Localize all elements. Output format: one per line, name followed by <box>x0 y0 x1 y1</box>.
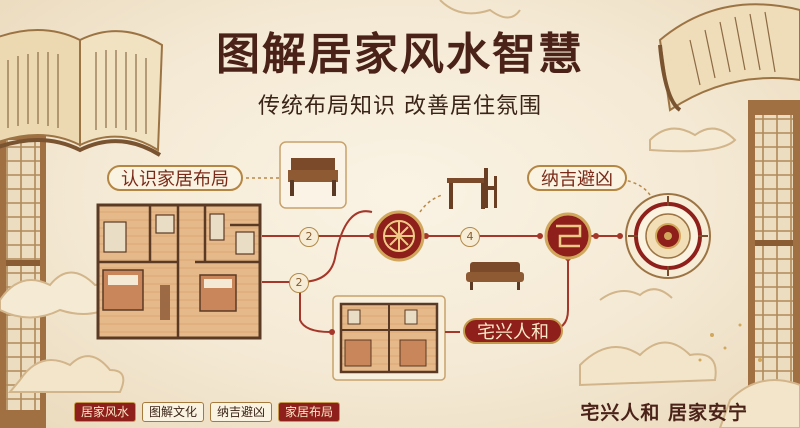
footer-motto: 宅兴人和 居家安宁 <box>580 402 748 424</box>
page-subtitle: 传统布局知识 改善居住氛围 <box>258 94 542 119</box>
tag-item: 居家风水 <box>74 402 137 422</box>
desk-chair-icon <box>447 168 497 209</box>
round-knot-medallion-icon <box>373 210 425 262</box>
armchair-icon <box>279 141 347 209</box>
tag-item: 图解文化 <box>142 402 205 422</box>
floor-plan-large <box>96 203 262 340</box>
step-badge: 2 <box>299 227 319 247</box>
left-lattice-window <box>0 125 46 428</box>
floor-plan-small <box>332 295 446 381</box>
label-seek-fortune: 纳吉避凶 <box>527 165 627 191</box>
sofa-icon <box>466 262 524 290</box>
open-book-icon <box>0 29 164 157</box>
compass-luopan-icon <box>625 193 711 279</box>
tag-item: 纳吉避凶 <box>210 402 273 422</box>
label-harmony: 宅兴人和 <box>463 318 563 344</box>
page-title: 图解居家风水智慧 <box>216 29 584 80</box>
step-badge: 4 <box>460 227 480 247</box>
step-badge: 2 <box>289 273 309 293</box>
label-understand-layout: 认识家居布局 <box>107 165 243 191</box>
footer-tags: 居家风水 图解文化 纳吉避凶 家居布局 <box>74 402 341 422</box>
right-lattice-window <box>748 100 800 428</box>
tag-item: 家居布局 <box>278 402 341 422</box>
scroll-book-icon <box>658 3 800 112</box>
square-knot-medallion-icon <box>544 212 592 260</box>
